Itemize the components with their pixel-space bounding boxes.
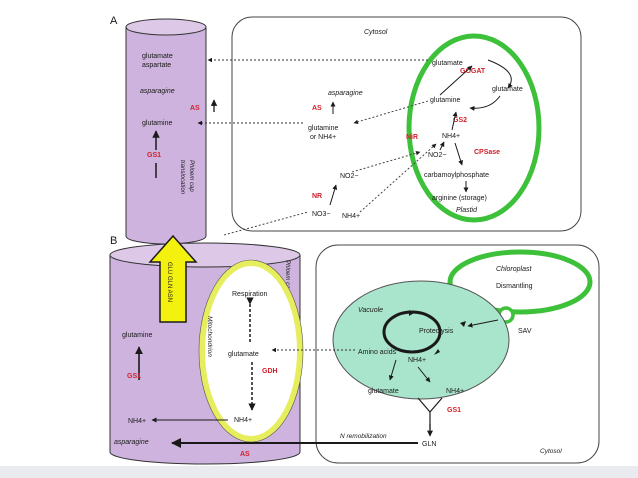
phloem-b-glutamine: glutamine <box>122 332 152 339</box>
phloem-b-enzyme-gs1: GS1 <box>127 373 141 380</box>
sav-label: SAV <box>518 328 532 335</box>
cycle-arrowhead-3 <box>409 310 414 316</box>
arrow-aa-glu <box>388 359 397 381</box>
plastid-carbamoylphosphate: carbamoylphosphate <box>424 172 489 179</box>
plastid-arginine: arginine (storage) <box>432 195 487 202</box>
vacuole-label: Vacuole <box>358 307 383 314</box>
cytosol-a-no3: NO3− <box>312 211 330 218</box>
cytosol-label-b: Cytosol <box>540 448 562 455</box>
plastid-glutamate-top: glutamate <box>432 60 463 67</box>
cylinder-b-top <box>109 242 301 268</box>
cyt-b-gln: GLN <box>422 441 436 448</box>
phloem-a-glutamine: glutamine <box>142 120 172 127</box>
cytosol-a-enzyme-nr: NR <box>312 193 322 200</box>
arrow-nr <box>329 184 338 206</box>
plastid-no2: NO2− <box>428 152 446 159</box>
phloem-cap-label-b: Phloem cap <box>284 260 290 292</box>
arrow-nh4-gln <box>451 111 458 131</box>
phloem-a-aspartate: aspartate <box>142 62 171 69</box>
panel-a-label: A <box>110 15 118 27</box>
cytosol-a-nh4-b: NH4+ <box>342 213 360 220</box>
arrow-cpsase <box>454 142 464 166</box>
mito-nh4: NH4+ <box>234 417 252 424</box>
mito-glutamate: glutamate <box>228 351 259 358</box>
arrow-sav-vacuole <box>467 319 499 328</box>
mitochondrion-label: Mitochondrion <box>206 316 213 357</box>
mito-respiration: Respiration <box>232 291 268 298</box>
phloem-b-nh4: NH4+ <box>128 418 146 425</box>
dotted-nh4-import <box>359 143 437 213</box>
plastid-enzyme-gs2: GS2 <box>453 117 467 124</box>
vacuole-amino-acids: Amino acids <box>358 349 397 356</box>
arrow-gs2-cycle <box>469 95 501 111</box>
cyt-b-glutamate: glutamate <box>368 388 399 395</box>
n-remobilization-label: N remobilization <box>340 433 387 440</box>
arrow-gogat-cycle <box>487 59 513 89</box>
phloem-b-asparagine: asparagine <box>114 439 149 446</box>
plastid-nh4: NH4+ <box>442 133 460 140</box>
vacuole <box>332 280 510 400</box>
phloem-b-enzyme-as: AS <box>240 451 250 458</box>
mitochondrion-outline <box>199 260 303 442</box>
mito-enzyme-gdh: GDH <box>262 368 278 375</box>
cyt-b-nh4: NH4+ <box>446 388 464 395</box>
plastid-glutamate-right: glutamate <box>492 86 523 93</box>
export-arrow-label: GLU GLN ASN <box>166 262 172 302</box>
phloem-a-enzyme-as: AS <box>190 105 200 112</box>
phloem-a-enzyme-gs1: GS1 <box>147 152 161 159</box>
cytosol-a-asparagine: asparagine <box>328 90 363 97</box>
cytosol-a-enzyme-as: AS <box>312 105 322 112</box>
cyt-b-enzyme-gs1: GS1 <box>447 407 461 414</box>
chloroplast-dismantling: Dismantling <box>496 283 533 290</box>
phloem-cap-label-a1: Phloem cap <box>188 160 194 192</box>
cycle-arrowhead-2 <box>434 349 440 355</box>
phloem-a-glutamate: glutamate <box>142 53 173 60</box>
plastid-enzyme-nir: NiR <box>406 134 418 141</box>
arrow-nir <box>439 141 445 151</box>
export-arrow-yellow <box>148 234 198 323</box>
phloem-cap-label-a2: translocation <box>179 160 185 195</box>
plastid-outline <box>406 33 542 223</box>
plastid-enzyme-cpsase: CPSase <box>474 149 500 156</box>
dotted-gln-cyt <box>353 100 429 125</box>
cylinder-a-top <box>125 18 207 36</box>
phloem-a-asparagine: asparagine <box>140 88 175 95</box>
plastid-enzyme-gogat: GOGAT <box>460 68 486 75</box>
bottom-strip <box>0 466 638 478</box>
vacuole-proteolysis: Proteolysis <box>419 328 454 335</box>
chloroplast-label: Chloroplast <box>496 266 532 273</box>
panel-b-label: B <box>110 235 117 247</box>
cytosol-a-nh4: or NH4+ <box>310 134 336 141</box>
cycle-arrowhead-1 <box>460 321 466 327</box>
plastid-glutamine: glutamine <box>430 97 460 104</box>
chloroplast-outline <box>447 249 593 315</box>
cytosol-label-a: Cytosol <box>364 29 388 36</box>
cytosol-a-glutamine: glutamine <box>308 125 338 132</box>
proteolysis-cycle <box>382 310 442 354</box>
arrow-gln-glu <box>439 65 473 96</box>
cytosol-a-no2: NO2− <box>340 173 358 180</box>
dotted-no3-entry <box>223 211 309 236</box>
vacuole-nh4: NH4+ <box>408 357 426 364</box>
arrow-nh4-out <box>417 366 431 383</box>
plastid-label: Plastid <box>456 207 478 214</box>
